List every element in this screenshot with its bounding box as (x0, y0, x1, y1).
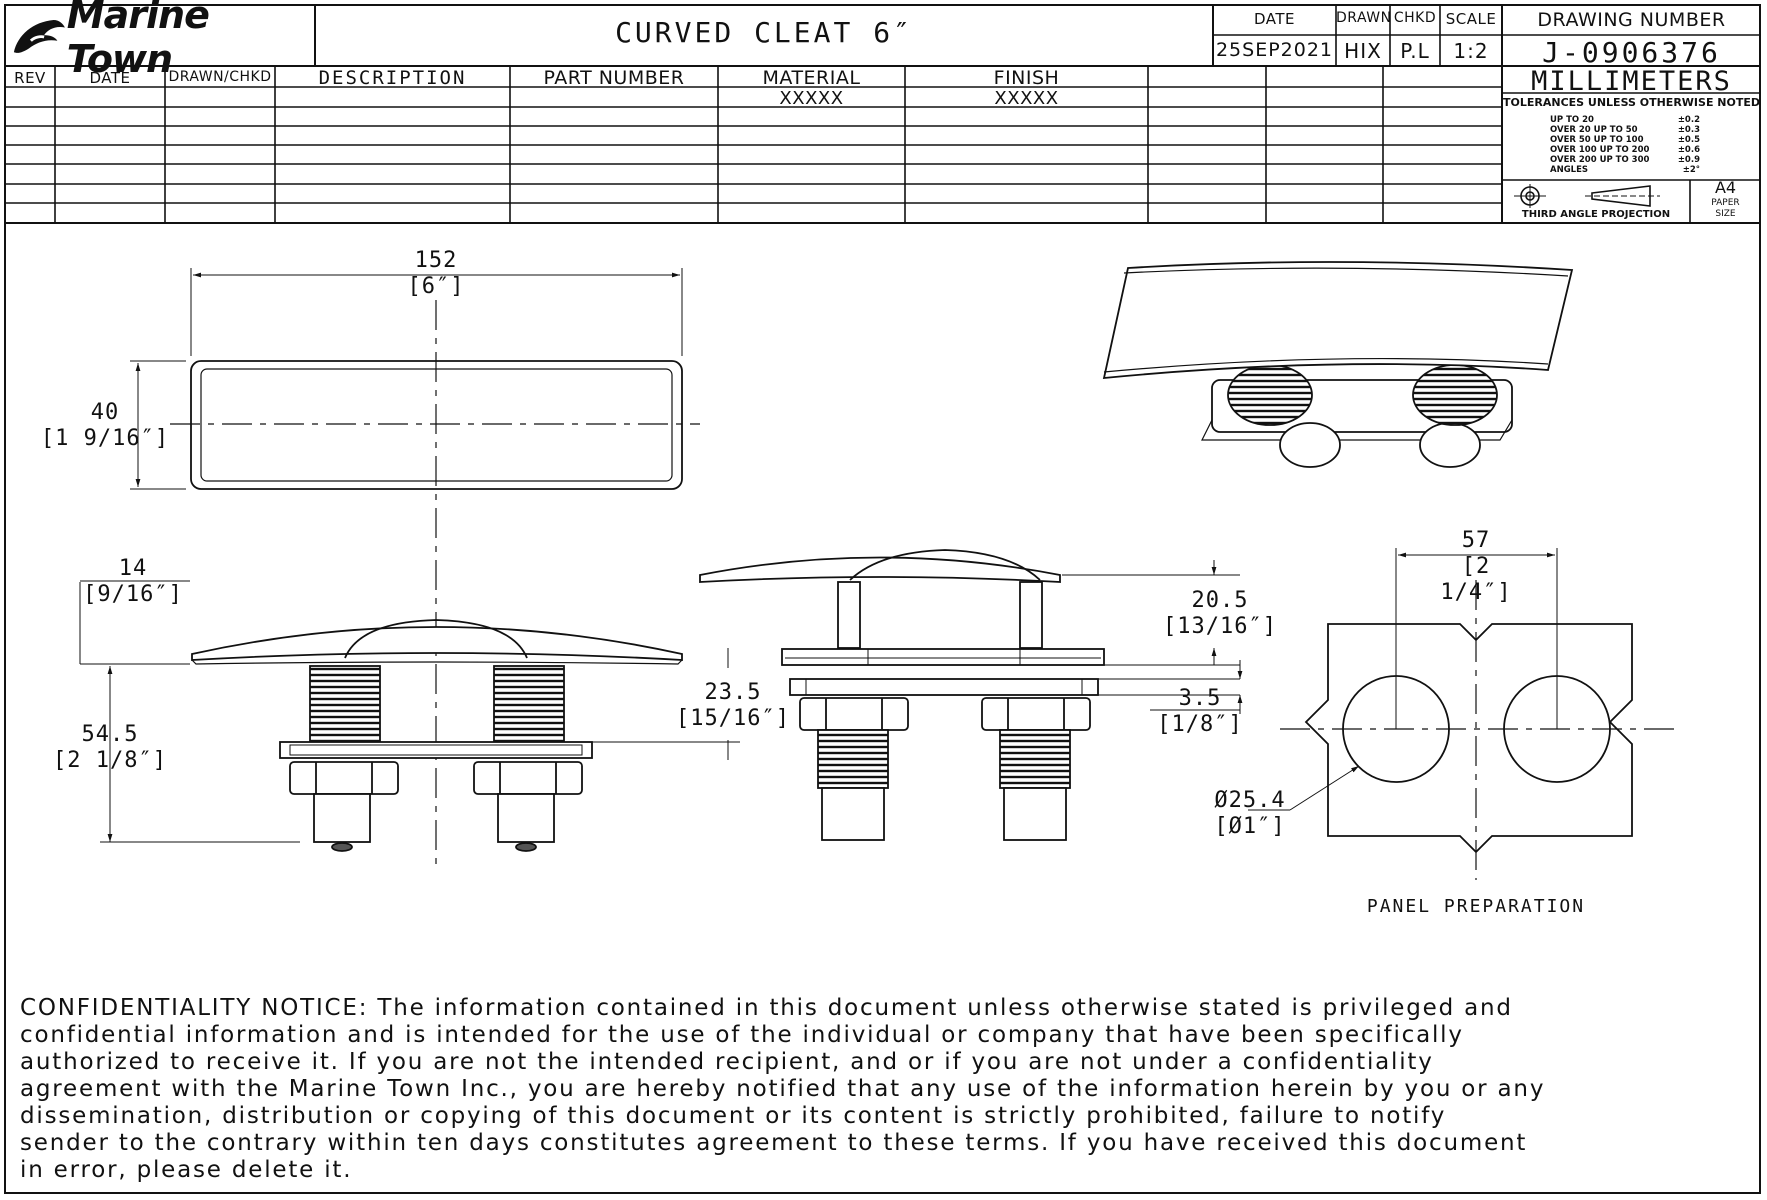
projection-label: THIRD ANGLE PROJECTION (1521, 209, 1671, 220)
tolerance-row: OVER 100 UP TO 200±0.6 (1550, 145, 1700, 155)
third-angle-projection-symbol (1514, 184, 1660, 208)
drawn-value: HIX (1344, 39, 1382, 63)
confidentiality-notice: CONFIDENTIALITY NOTICE: The information … (20, 995, 1755, 1184)
dim-stud-length: 54.5[2 1/8″] (53, 722, 167, 773)
tolerance-row: ANGLES±2° (1550, 165, 1700, 175)
tolerance-row: UP TO 20±0.2 (1550, 115, 1700, 125)
tolerance-row: OVER 50 UP TO 100±0.5 (1550, 135, 1700, 145)
dim-hole-diameter: Ø25.4[Ø1″] (1214, 788, 1286, 839)
drawing-number-label: DRAWING NUMBER (1537, 9, 1726, 31)
description-header: DESCRIPTION (318, 67, 467, 89)
front-view (699, 549, 1243, 841)
part-number-header: PART NUMBER (543, 67, 685, 89)
top-view (130, 268, 700, 870)
dim-hole-spacing: 57[2 1/4″] (1440, 528, 1512, 605)
drawing-title: CURVED CLEAT 6″ (615, 16, 913, 49)
isometric-view (1102, 261, 1574, 468)
dim-top-length: 152[6″] (407, 248, 465, 299)
material-header: MATERIAL (762, 67, 861, 89)
chkd-value: P.L (1400, 39, 1430, 63)
dim-side-height: 14[9/16″] (83, 556, 183, 607)
drawn-chkd-header: DRAWN/CHKD (168, 69, 272, 85)
panel-preparation-label: PANEL PREPARATION (1366, 896, 1586, 917)
notice-line: in error, please delete it. (20, 1157, 353, 1183)
drawing-number-value: J-0906376 (1542, 36, 1721, 69)
tolerances-heading: TOLERANCES UNLESS OTHERWISE NOTED (1503, 96, 1760, 109)
date-value: 25SEP2021 (1215, 39, 1334, 61)
tolerances-list: UP TO 20±0.2 OVER 20 UP TO 50±0.3 OVER 5… (1550, 115, 1700, 175)
date-header: DATE (89, 69, 131, 87)
tolerance-row: OVER 20 UP TO 50±0.3 (1550, 125, 1700, 135)
finish-header: FINISH (993, 67, 1060, 89)
brand-logo: Marine Town (12, 0, 312, 81)
dim-front-base: 23.5[15/16″] (676, 680, 790, 731)
notice-line: agreement with the Marine Town Inc., you… (20, 1076, 1546, 1102)
revision-table-grid (5, 66, 1503, 223)
brand-name: Marine Town (66, 0, 210, 81)
drawing-sheet (4, 4, 1761, 1194)
paper-size-label: PAPER SIZE (1711, 198, 1740, 219)
dim-front-height: 20.5[13/16″] (1163, 588, 1277, 639)
chkd-label: CHKD (1393, 10, 1437, 26)
date-label: DATE (1253, 10, 1296, 28)
dim-plate-thickness: 3.5[1/8″] (1157, 686, 1243, 737)
notice-line: CONFIDENTIALITY NOTICE: The information … (20, 995, 1513, 1021)
notice-line: authorized to receive it. If you are not… (20, 1049, 1434, 1075)
side-view (79, 580, 740, 852)
scale-value: 1:2 (1453, 39, 1489, 63)
paper-size-value: A4 (1714, 178, 1737, 197)
drawn-label: DRAWN (1336, 10, 1392, 26)
scale-label: SCALE (1445, 10, 1497, 28)
panel-preparation-view (1248, 548, 1680, 880)
rev-header: REV (14, 69, 46, 87)
orca-logo-icon (13, 19, 65, 53)
notice-line: sender to the contrary within ten days c… (20, 1130, 1528, 1156)
units-label: MILLIMETERS (1531, 66, 1732, 97)
material-value: XXXXX (779, 88, 844, 109)
tolerance-row: OVER 200 UP TO 300±0.9 (1550, 155, 1700, 165)
notice-line: dissemination, distribution or copying o… (20, 1103, 1447, 1129)
finish-value: XXXXX (994, 88, 1059, 109)
dim-top-width: 40[1 9/16″] (40, 400, 170, 451)
notice-line: confidential information and is intended… (20, 1022, 1464, 1048)
